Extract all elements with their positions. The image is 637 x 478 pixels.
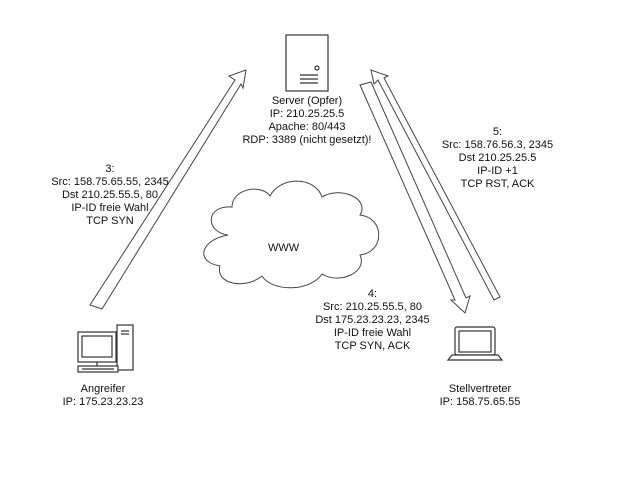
proxy-info: Stellvertreter IP: 158.75.65.55 (425, 383, 535, 409)
server-apache: Apache: 80/443 (268, 121, 346, 133)
server-rdp: RDP: 3389 (nicht gesetzt)! (242, 134, 372, 146)
step-4-info: 4: Src: 210.25.55.5, 80 Dst 175.23.23.23… (315, 288, 430, 352)
laptop-icon (446, 326, 504, 361)
server-tower-icon (285, 34, 329, 92)
step-5-info: 5: Src: 158.76.56.3, 2345 Dst 210.25.25.… (441, 126, 554, 190)
proxy-ip: IP: 158.75.65.55 (439, 396, 521, 408)
server-ip: IP: 210.25.25.5 (269, 108, 345, 120)
arrow-step-4 (359, 81, 471, 314)
arrow-step-3 (89, 69, 247, 310)
proxy-name: Stellvertreter (448, 383, 512, 395)
server-info: Server (Opfer) IP: 210.25.25.5 Apache: 8… (232, 95, 382, 147)
attacker-info: Angreifer IP: 175.23.23.23 (48, 383, 158, 409)
internet-cloud-icon (203, 180, 380, 289)
desktop-computer-icon (77, 324, 134, 373)
attacker-ip: IP: 175.23.23.23 (62, 396, 144, 408)
cloud-label: WWW (268, 242, 300, 254)
arrow-step-5 (370, 69, 501, 301)
step-3-info: 3: Src: 158.75.65.55, 2345 Dst 210.25.55… (51, 163, 169, 227)
attacker-name: Angreifer (80, 383, 126, 395)
server-name: Server (Opfer) (271, 95, 343, 107)
